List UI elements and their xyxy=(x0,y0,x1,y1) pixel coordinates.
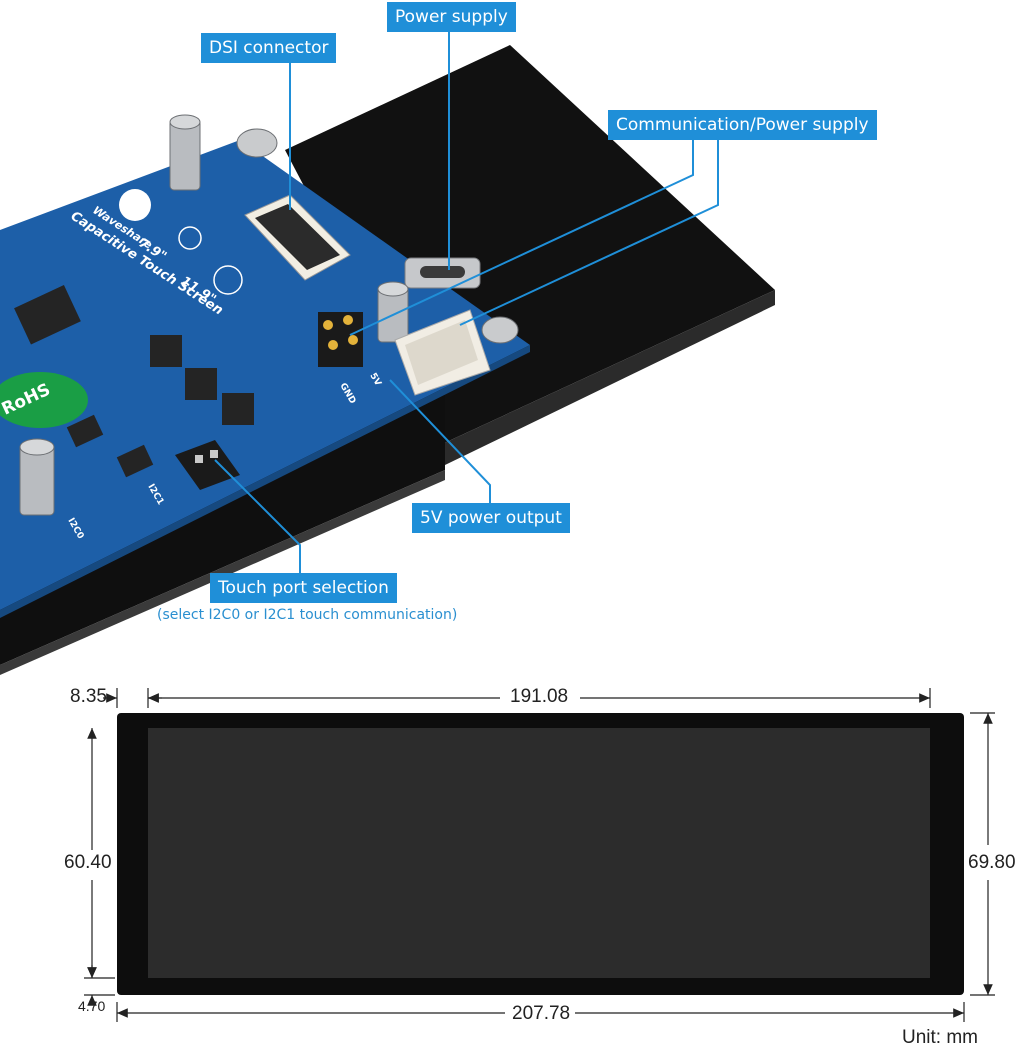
jst-connector xyxy=(394,309,491,396)
rohs-sticker xyxy=(0,372,88,428)
leader-lines xyxy=(214,30,719,573)
callout-5v-output: 5V power output xyxy=(412,503,570,533)
board-chips xyxy=(14,285,254,478)
dim-outer-height: 69.80 xyxy=(968,852,1016,873)
callout-power-supply: Power supply xyxy=(387,2,516,32)
dimension-drawing xyxy=(84,688,995,1022)
callout-dsi-connector: DSI connector xyxy=(201,33,337,63)
dim-active-width: 191.08 xyxy=(510,686,569,707)
dim-left-border: 8.35 xyxy=(70,686,107,707)
usb-c-port xyxy=(404,257,481,289)
callout-touch-port: Touch port selection xyxy=(210,573,397,603)
dip-switch xyxy=(175,440,240,490)
dim-bottom-border: 4.70 xyxy=(78,998,106,1014)
dim-outer-width: 207.78 xyxy=(512,1003,571,1024)
pcb-board xyxy=(0,140,530,618)
board-photo: Waveshare Capacitive Touch Screen 7.9" 1… xyxy=(0,30,775,675)
unit-label: Unit: mm xyxy=(902,1027,978,1048)
callout-comm-power: Communication/Power supply xyxy=(608,110,877,140)
dimension-lines xyxy=(84,688,995,1022)
waveshare-logo xyxy=(119,189,243,295)
dsi-connector xyxy=(244,194,351,281)
panel-active-area xyxy=(148,728,930,978)
touch-port-note: (select I2C0 or I2C1 touch communication… xyxy=(157,607,458,623)
dim-active-height: 60.40 xyxy=(64,852,112,873)
pin-header xyxy=(318,312,363,367)
